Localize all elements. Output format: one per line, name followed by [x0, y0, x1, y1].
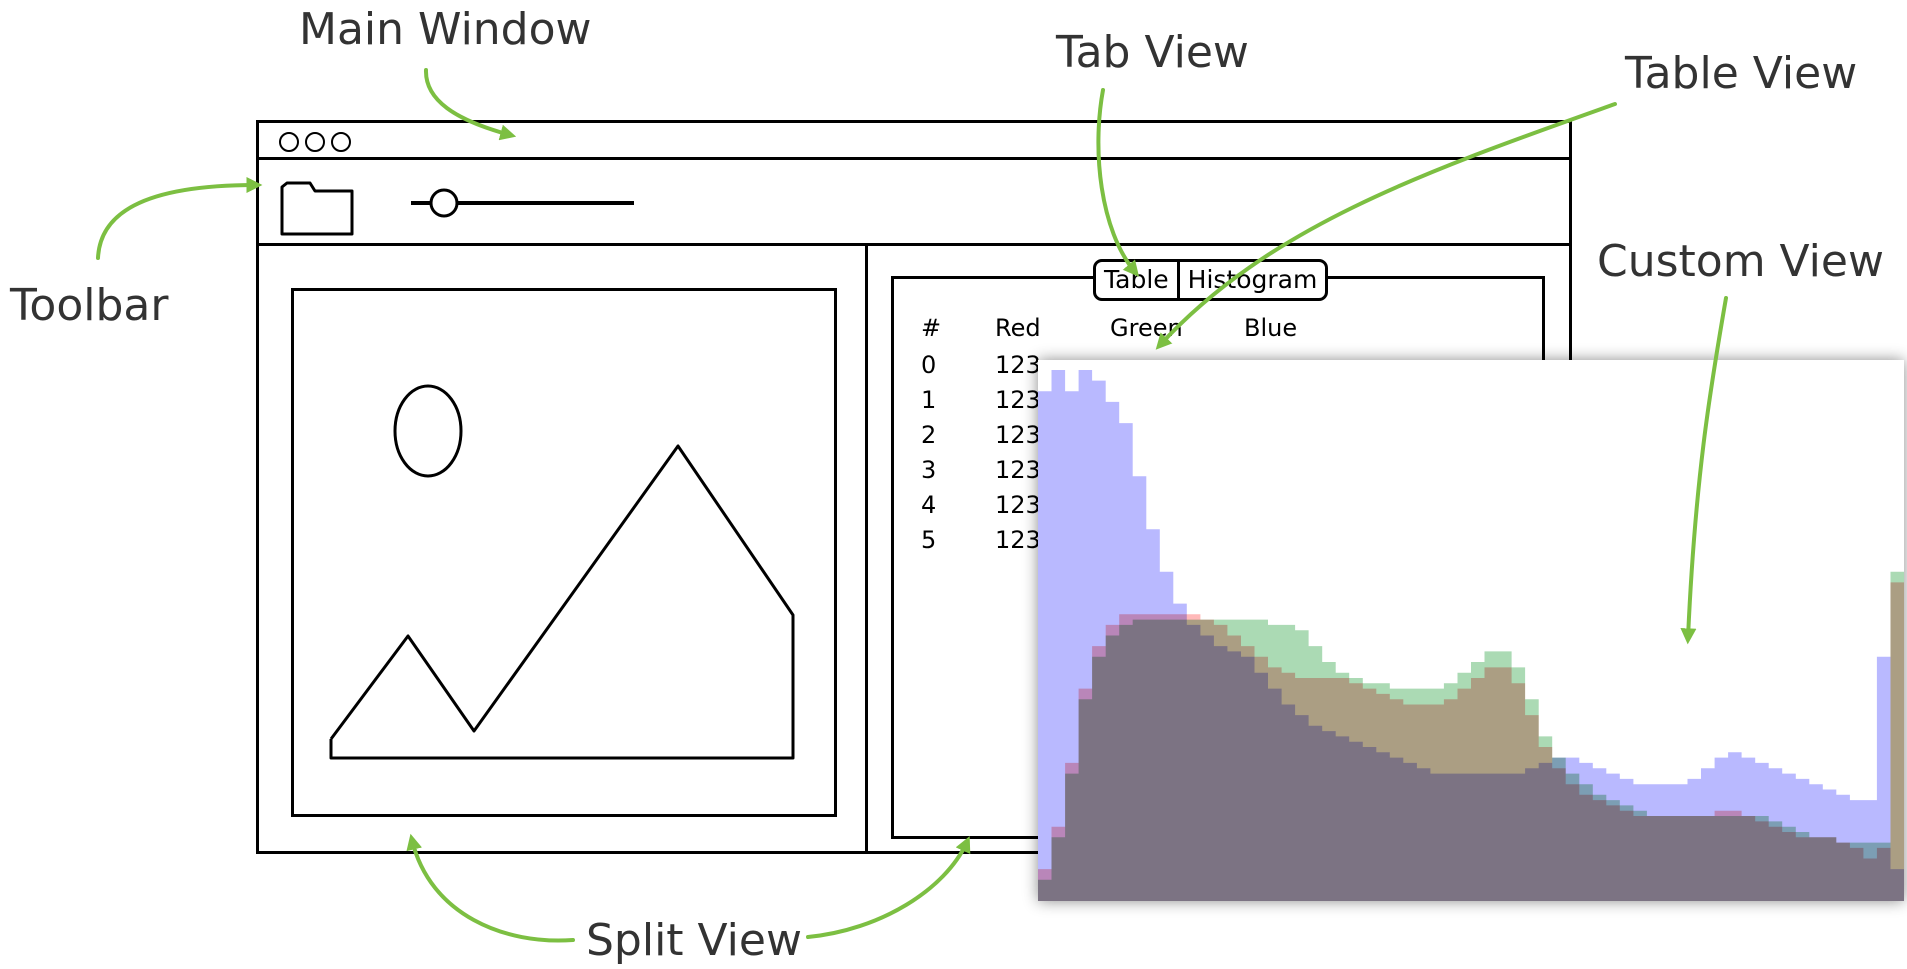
- callout-toolbar: Toolbar: [10, 280, 169, 331]
- arrow-split-view-right: [806, 836, 971, 939]
- table-header-green: Green: [1110, 314, 1183, 342]
- row-index: 3: [921, 456, 937, 484]
- row-index: 4: [921, 491, 937, 519]
- image-placeholder-icon: [329, 384, 795, 760]
- tab-control: Table Histogram: [1093, 259, 1329, 301]
- row-index: 5: [921, 526, 937, 554]
- callout-table-view: Table View: [1625, 48, 1858, 99]
- table-header-blue: Blue: [1244, 314, 1298, 342]
- row-index: 1: [921, 386, 937, 414]
- histogram-blue-series: [1038, 370, 1904, 901]
- callout-split-view: Split View: [586, 915, 802, 966]
- tab-table[interactable]: Table: [1104, 265, 1169, 294]
- row-index: 0: [921, 351, 937, 379]
- row-red-value: 123: [995, 491, 1041, 519]
- callout-tab-view: Tab View: [1056, 27, 1249, 78]
- folder-icon[interactable]: [279, 173, 355, 237]
- tab-histogram[interactable]: Histogram: [1176, 262, 1326, 298]
- histogram-plot: [1038, 370, 1904, 901]
- row-red-value: 123: [995, 526, 1041, 554]
- row-red-value: 123: [995, 351, 1041, 379]
- close-circle-icon[interactable]: [279, 132, 299, 152]
- callout-custom-view: Custom View: [1597, 236, 1884, 287]
- arrow-split-view-left: [406, 833, 575, 943]
- image-frame: [291, 288, 837, 817]
- title-bar: [259, 123, 1569, 160]
- table-header-index: #: [921, 314, 942, 342]
- table-header-red: Red: [995, 314, 1041, 342]
- minimize-circle-icon[interactable]: [305, 132, 325, 152]
- toolbar: [259, 160, 1569, 246]
- row-red-value: 123: [995, 421, 1041, 449]
- split-view-divider[interactable]: [865, 246, 868, 851]
- zoom-circle-icon[interactable]: [331, 132, 351, 152]
- custom-view-histogram: [1038, 360, 1904, 901]
- callout-main-window: Main Window: [299, 4, 592, 55]
- row-red-value: 123: [995, 386, 1041, 414]
- slider-icon[interactable]: [409, 183, 639, 223]
- row-index: 2: [921, 421, 937, 449]
- row-red-value: 123: [995, 456, 1041, 484]
- arrow-toolbar: [96, 177, 263, 260]
